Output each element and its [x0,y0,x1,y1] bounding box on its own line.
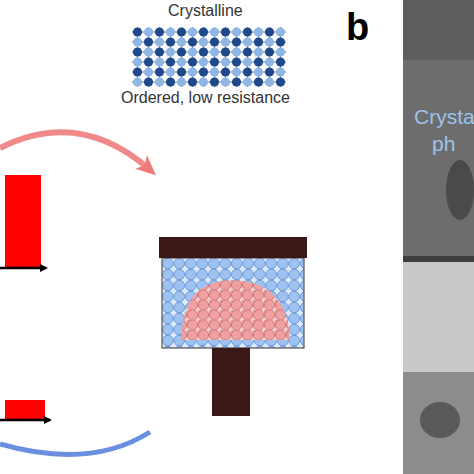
amorphous-dome [160,258,306,348]
lattice-caption: Ordered, low resistance [121,89,290,107]
tem-substrate [403,372,474,474]
bottom-heater [212,348,250,416]
crystal-lattice [132,27,286,87]
set-pulse [5,400,45,419]
set-arrow [0,432,150,455]
image-label: ph [432,132,455,156]
panel-letter: b [346,6,369,49]
time-axis [0,419,50,422]
reset-pulse [5,175,41,267]
image-label: Crysta [414,105,474,129]
top-electrode [159,237,307,258]
lattice-title: Crystalline [168,2,243,20]
tem-layer [403,262,474,372]
tem-texture [420,402,460,438]
time-axis [0,267,46,270]
tem-interface [403,256,474,262]
reset-arrow [0,132,150,170]
tem-image [403,0,474,474]
tem-texture [403,0,474,60]
tem-texture [446,160,474,220]
